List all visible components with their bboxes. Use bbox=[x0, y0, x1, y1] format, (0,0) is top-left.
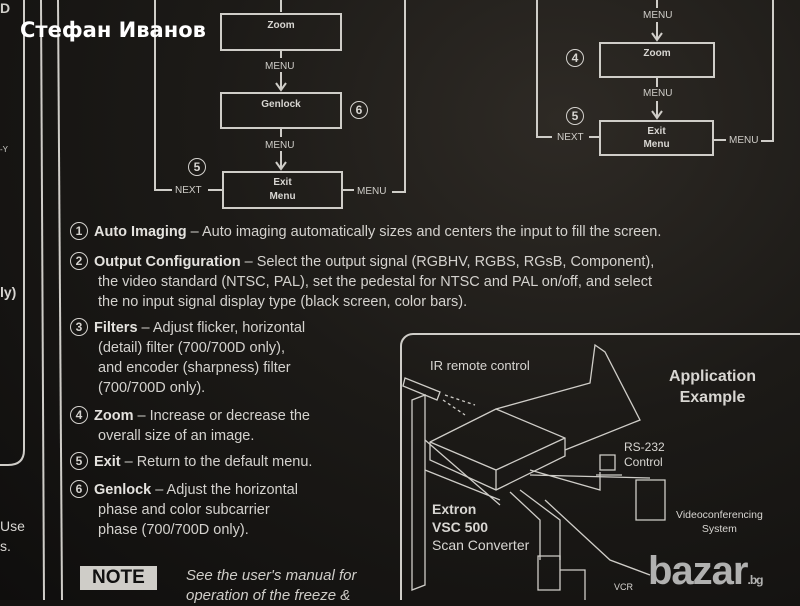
note-badge: NOTE bbox=[80, 566, 157, 590]
watermark-site-logo: bazar.bg bbox=[648, 549, 764, 593]
next-label: NEXT bbox=[175, 185, 202, 196]
flow-box-zoom: Zoom bbox=[267, 20, 295, 31]
watermark-author: Стефан Иванов bbox=[20, 18, 206, 42]
step-number: 5 bbox=[188, 158, 212, 177]
menu-label: MENU bbox=[643, 88, 673, 99]
edge-text: -Y bbox=[0, 145, 8, 154]
edge-text: ly) bbox=[0, 284, 17, 300]
edge-text: D bbox=[0, 0, 11, 16]
flow-box-exit: Menu bbox=[643, 139, 670, 150]
flow-box-zoom: Zoom bbox=[643, 48, 671, 59]
flow-box-exit: Exit bbox=[647, 126, 666, 137]
menu-label: MENU bbox=[265, 61, 295, 72]
edge-text: Use bbox=[0, 518, 25, 534]
flow-box-exit: Exit bbox=[273, 177, 292, 188]
menu-label: MENU bbox=[643, 10, 673, 21]
ir-remote-label: IR remote control bbox=[430, 358, 530, 373]
step-number: 6 bbox=[350, 101, 374, 120]
menu-label: MENU bbox=[729, 135, 759, 146]
next-label: NEXT bbox=[557, 132, 584, 143]
step-number: 4 bbox=[566, 49, 590, 68]
flow-box-genlock: Genlock bbox=[261, 99, 301, 110]
vcr-label: VCR bbox=[614, 582, 634, 592]
flow-box-exit: Menu bbox=[269, 191, 296, 202]
menu-label: MENU bbox=[265, 140, 295, 151]
menu-label: MENU bbox=[357, 186, 387, 197]
step-number: 5 bbox=[566, 107, 590, 126]
edge-text: s. bbox=[0, 538, 11, 554]
